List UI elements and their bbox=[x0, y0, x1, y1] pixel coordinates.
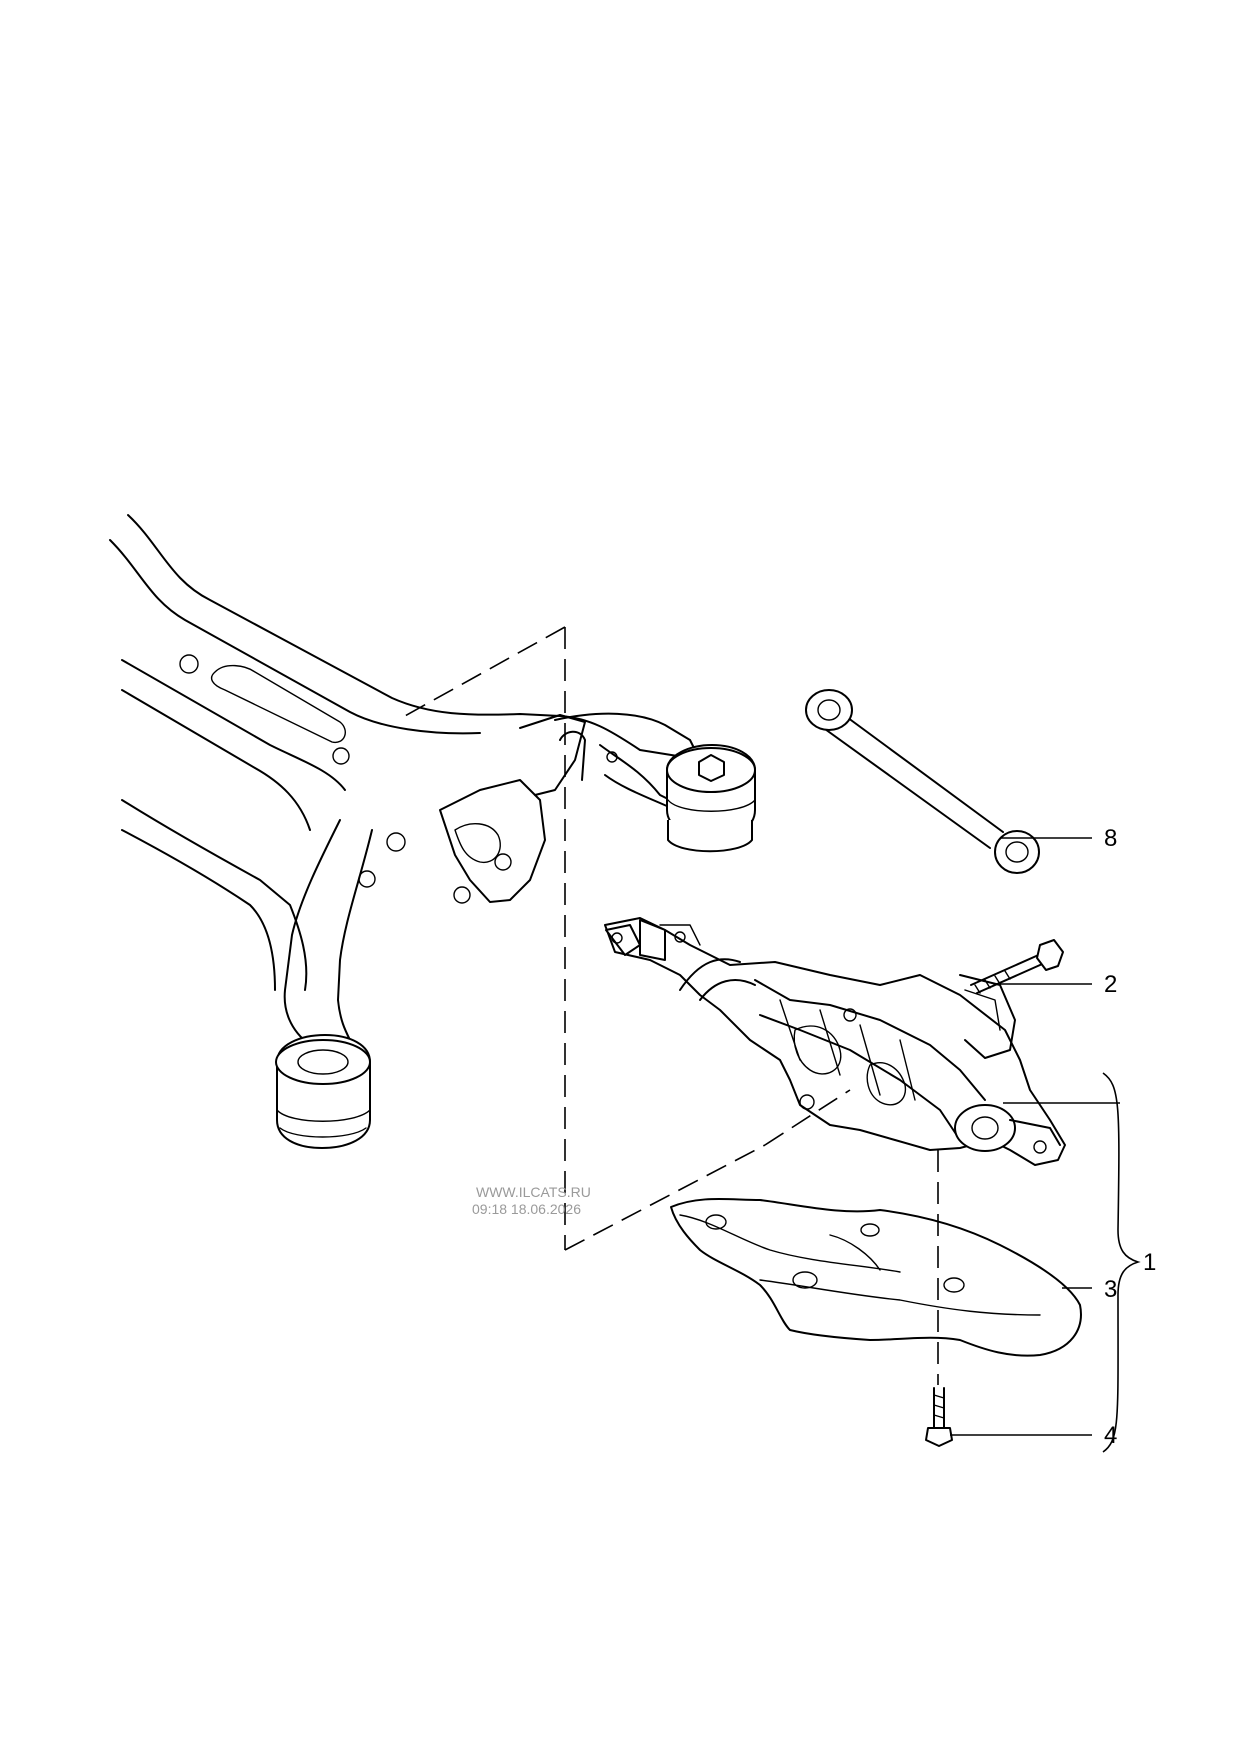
rear-differential bbox=[604, 917, 1066, 1166]
heat-shield-plate bbox=[670, 1198, 1082, 1357]
callout-4: 4 bbox=[1104, 1422, 1117, 1449]
subframe-mount-bushing-right bbox=[666, 744, 756, 853]
assembly-dash-lines bbox=[402, 626, 939, 1385]
bolt-long bbox=[970, 939, 1064, 994]
callout-1: 1 bbox=[1143, 1249, 1156, 1276]
watermark-timestamp: 09:18 18.06.2026 bbox=[472, 1201, 581, 1217]
leader-lines bbox=[950, 837, 1120, 1436]
screw-short bbox=[925, 1387, 953, 1447]
group-bracket bbox=[1102, 1072, 1141, 1453]
rear-subframe bbox=[109, 514, 701, 1046]
watermark-site: WWW.ILCATS.RU bbox=[476, 1184, 591, 1200]
callout-8: 8 bbox=[1104, 825, 1117, 852]
callout-3: 3 bbox=[1104, 1276, 1117, 1303]
subframe-mount-bushing-left bbox=[275, 1034, 371, 1149]
callout-2: 2 bbox=[1104, 971, 1117, 998]
rear-link-arm bbox=[805, 689, 1040, 874]
